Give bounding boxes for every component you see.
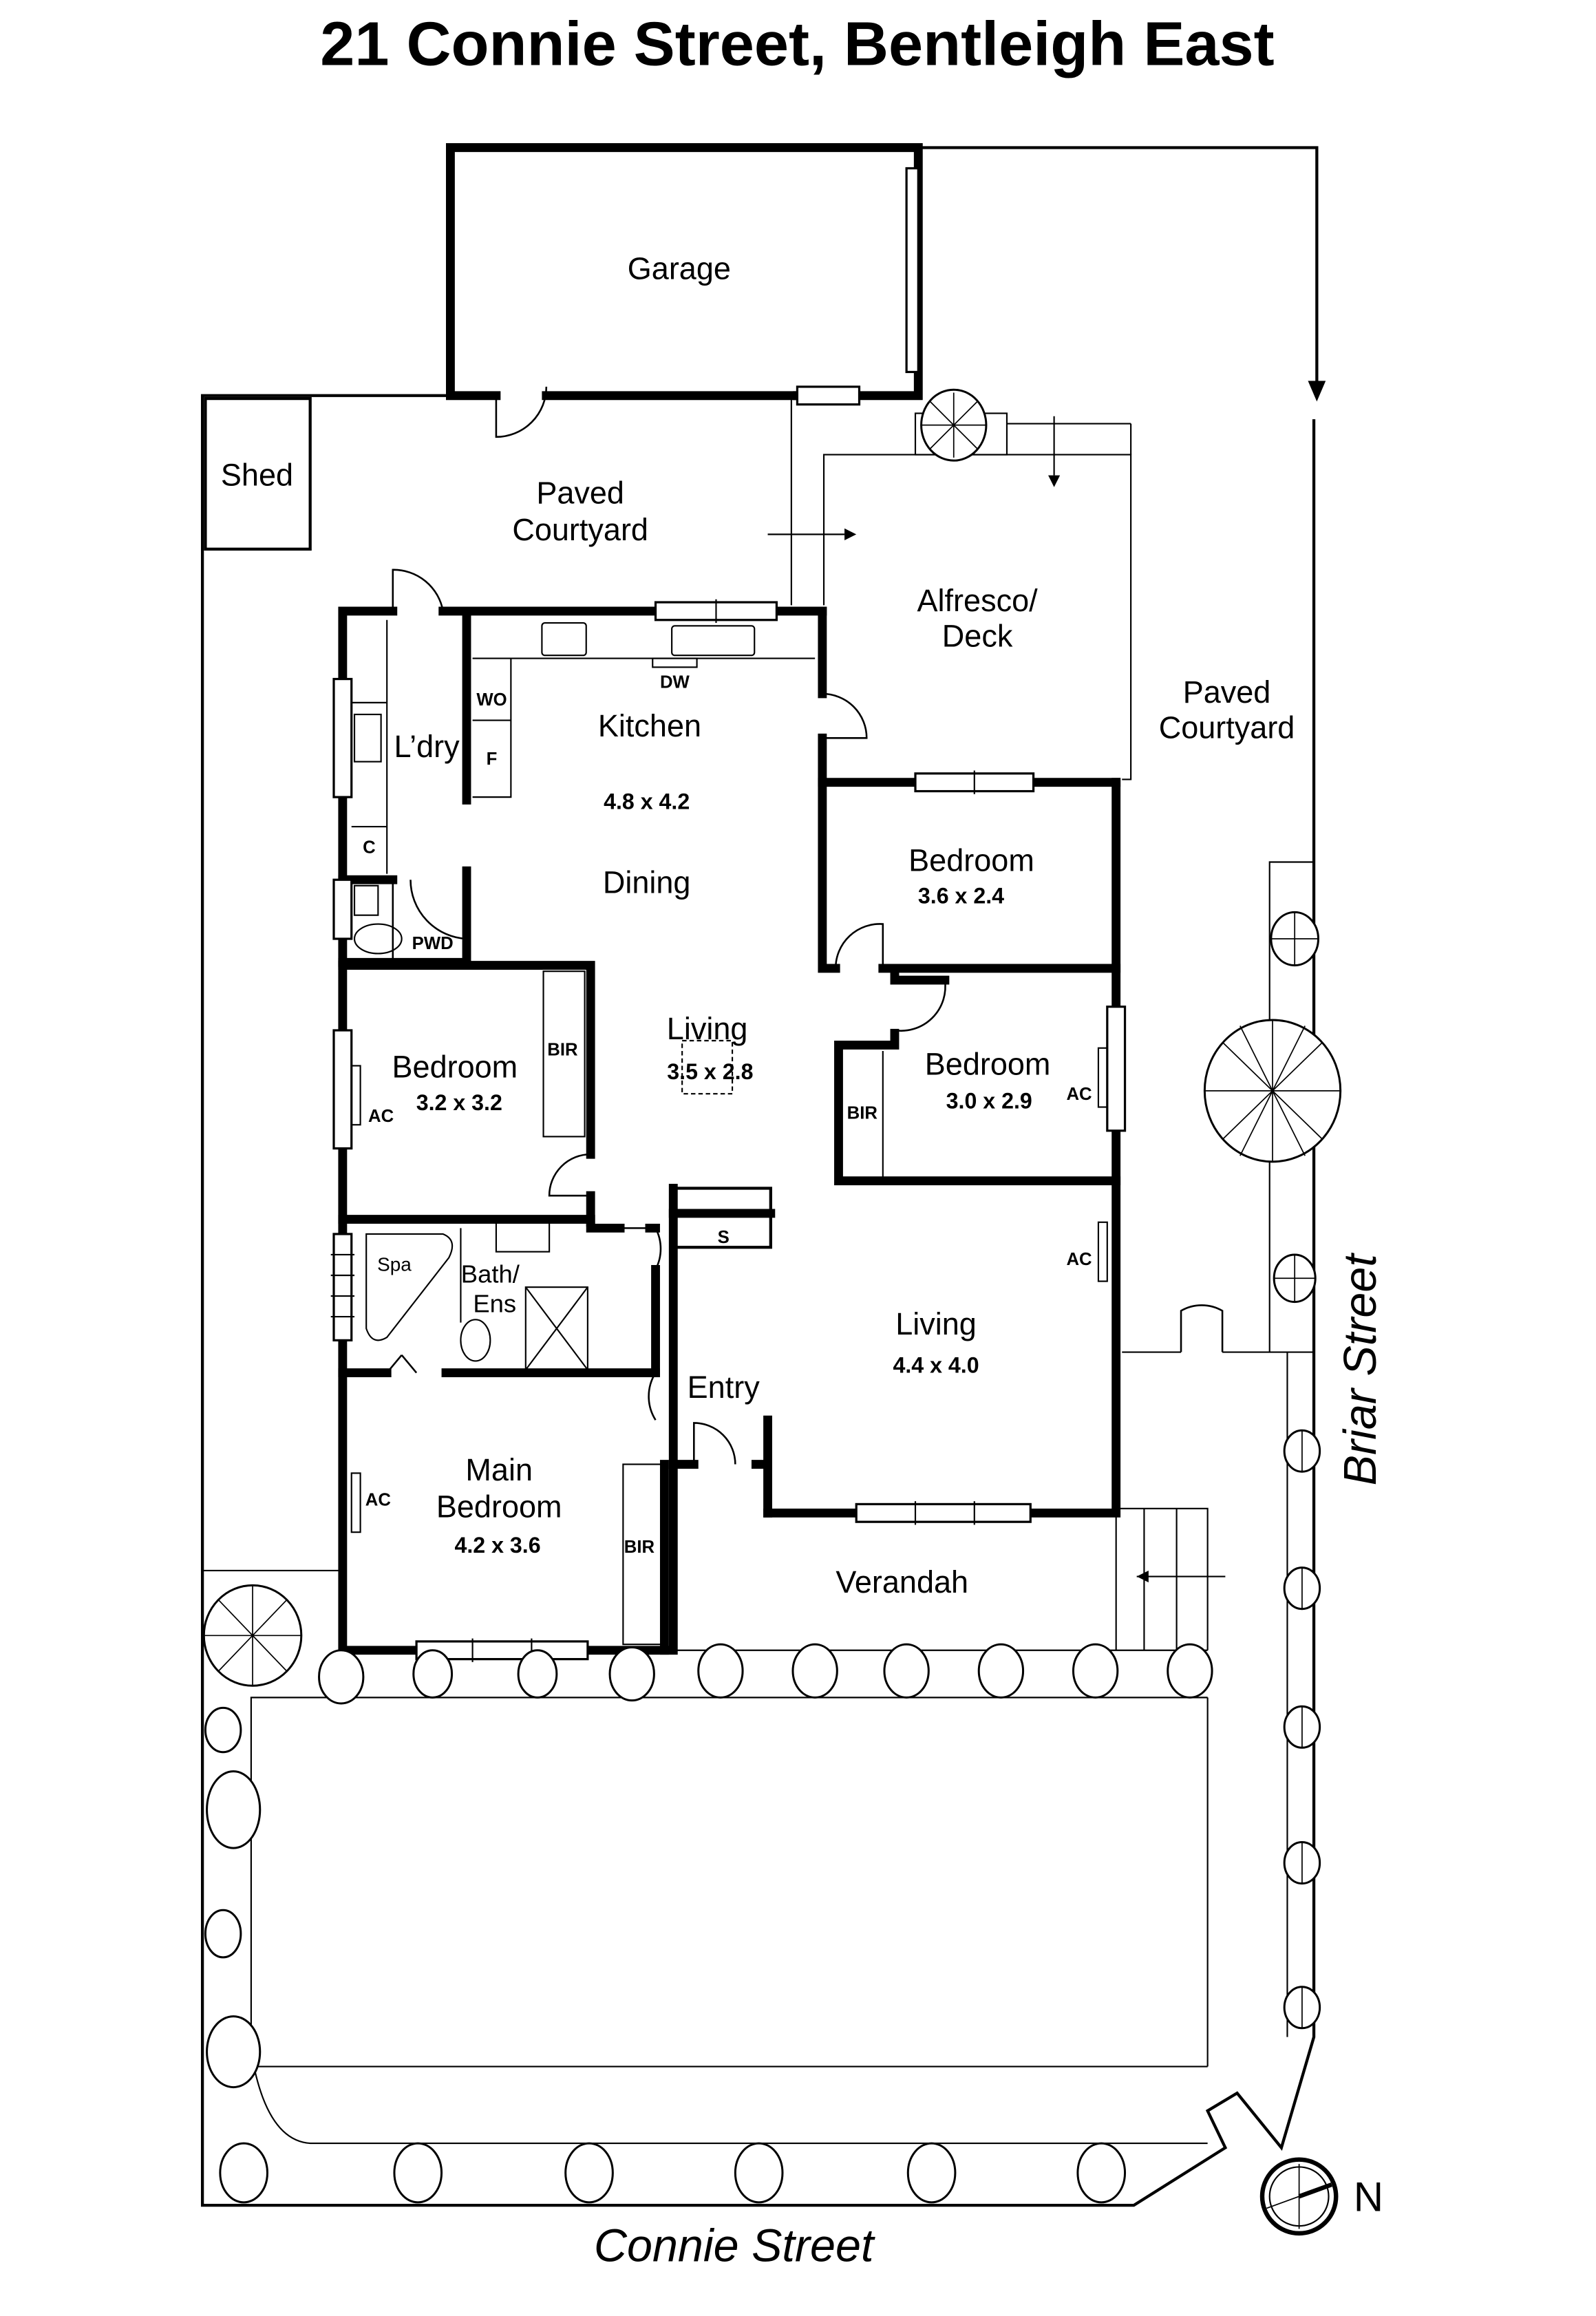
tree-icon	[564, 2142, 614, 2204]
bir-main-label: BIR	[624, 1538, 655, 1557]
verandah-label: Verandah	[836, 1564, 968, 1600]
tree-icon	[1283, 1566, 1321, 1611]
tree-icon	[906, 2142, 957, 2204]
tree-icon	[734, 2142, 784, 2204]
tree-icon	[204, 1909, 242, 1959]
briar-street-label: Briar Street	[1335, 1253, 1386, 1486]
shed-label: Shed	[221, 458, 293, 493]
trees	[202, 388, 1342, 2204]
kitchen-label: Kitchen	[598, 708, 701, 743]
bath-label-1: Bath/	[461, 1260, 520, 1288]
north-compass-icon: N	[1259, 2157, 1383, 2236]
toilet-icon	[353, 923, 403, 955]
bedroom-ne-label: Bedroom	[908, 842, 1034, 878]
tree-icon	[517, 1649, 558, 1699]
bir-bedroom-w-label: BIR	[547, 1040, 578, 1059]
page-title: 21 Connie Street, Bentleigh East	[320, 9, 1274, 78]
dining-label: Dining	[603, 865, 691, 900]
basin-icon	[353, 884, 379, 916]
ac-bedroom-e-label: AC	[1066, 1085, 1092, 1104]
tree-icon	[1203, 1019, 1342, 1163]
living-front-label: Living	[895, 1306, 977, 1341]
shed: Shed	[204, 396, 312, 551]
tree-icon	[1283, 1841, 1321, 1885]
spa-bath-icon	[365, 1233, 454, 1341]
alfresco-label-1: Alfresco/	[917, 583, 1039, 618]
tree-icon	[1283, 1705, 1321, 1749]
tree-icon	[206, 2015, 262, 2089]
tree-icon	[1076, 2142, 1127, 2204]
garage-label: Garage	[628, 251, 731, 286]
verandah	[673, 1507, 1226, 1651]
front-garden	[250, 1697, 1209, 2145]
living-front-dims: 4.4 x 4.0	[893, 1353, 979, 1378]
spa-label: Spa	[377, 1254, 412, 1275]
shower-icon	[524, 1286, 588, 1371]
toilet-icon	[460, 1319, 491, 1362]
storage-label: S	[718, 1228, 730, 1247]
cooktop-icon	[541, 622, 587, 657]
tree-icon	[1283, 1429, 1321, 1473]
living-centre-label: Living	[667, 1011, 748, 1046]
connie-street-label: Connie Street	[594, 2221, 875, 2272]
trough-icon	[353, 713, 382, 763]
tree-icon	[206, 1770, 262, 1849]
ac-main-label: AC	[365, 1491, 391, 1510]
alfresco-label-2: Deck	[942, 618, 1013, 653]
ac-living-label: AC	[1066, 1250, 1092, 1269]
tree-icon	[791, 1643, 838, 1699]
paved-courtyard-rear-label-2: Courtyard	[512, 512, 648, 547]
tree-icon	[883, 1643, 930, 1699]
ac-bedroom-w-label: AC	[368, 1107, 394, 1126]
side-path	[1122, 861, 1315, 2037]
bedroom-w-label: Bedroom	[392, 1050, 518, 1085]
bir-bedroom-e-label: BIR	[847, 1104, 878, 1123]
tree-icon	[1072, 1643, 1119, 1699]
tree-icon	[202, 1584, 303, 1687]
pwd-label: PWD	[412, 934, 454, 953]
fridge-label: F	[487, 750, 498, 769]
main-bedroom-label-1: Main	[465, 1452, 533, 1487]
bedroom-ne-dims: 3.6 x 2.4	[918, 884, 1004, 909]
entry-label: Entry	[688, 1370, 760, 1405]
tree-icon	[608, 1646, 655, 1702]
tree-icon	[219, 2142, 268, 2204]
bath-label-2: Ens	[473, 1290, 516, 1318]
dishwasher-label: DW	[660, 672, 690, 692]
tree-icon	[1273, 1253, 1317, 1304]
sink-icon	[671, 625, 756, 657]
fixture-labels: WO F DW C S BIR BIR BIR AC AC AC AC	[363, 672, 1092, 1557]
property-boundary	[200, 146, 1326, 2207]
paved-courtyard-side-label-1: Paved	[1183, 674, 1271, 710]
tree-icon	[1283, 1986, 1321, 2030]
kitchen-dims: 4.8 x 4.2	[604, 789, 690, 814]
vanity-icon	[495, 1221, 551, 1253]
garage: Garage	[445, 143, 923, 438]
alfresco-deck: Alfresco/ Deck	[767, 395, 1132, 780]
north-label: N	[1354, 2174, 1383, 2220]
main-bedroom-dims: 4.2 x 3.6	[454, 1533, 540, 1558]
paved-courtyard-rear-label-1: Paved	[536, 475, 624, 510]
tree-icon	[697, 1643, 744, 1699]
tree-icon	[977, 1643, 1025, 1699]
tree-icon	[412, 1649, 454, 1699]
bedroom-e-label: Bedroom	[925, 1046, 1051, 1081]
tree-icon	[1167, 1643, 1213, 1699]
main-bedroom-label-2: Bedroom	[436, 1489, 562, 1524]
doors	[386, 569, 1224, 1465]
tree-icon	[1270, 911, 1320, 967]
laundry-label: L’dry	[394, 729, 460, 764]
bedroom-w-dims: 3.2 x 3.2	[416, 1090, 502, 1115]
wall-oven-label: WO	[476, 690, 507, 710]
tree-icon	[393, 2142, 443, 2204]
room-labels: Kitchen 4.8 x 4.2 Dining L’dry PWD Bedro…	[377, 708, 1050, 1600]
tree-icon	[318, 1649, 365, 1705]
tree-icon	[920, 388, 988, 462]
paved-courtyard-side-label-2: Courtyard	[1159, 710, 1295, 745]
tree-icon	[204, 1706, 242, 1754]
bedroom-e-dims: 3.0 x 2.9	[946, 1089, 1032, 1114]
living-centre-dims: 3.5 x 2.8	[667, 1059, 753, 1084]
fixtures	[350, 619, 1108, 1646]
cupboard-label: C	[363, 838, 376, 858]
